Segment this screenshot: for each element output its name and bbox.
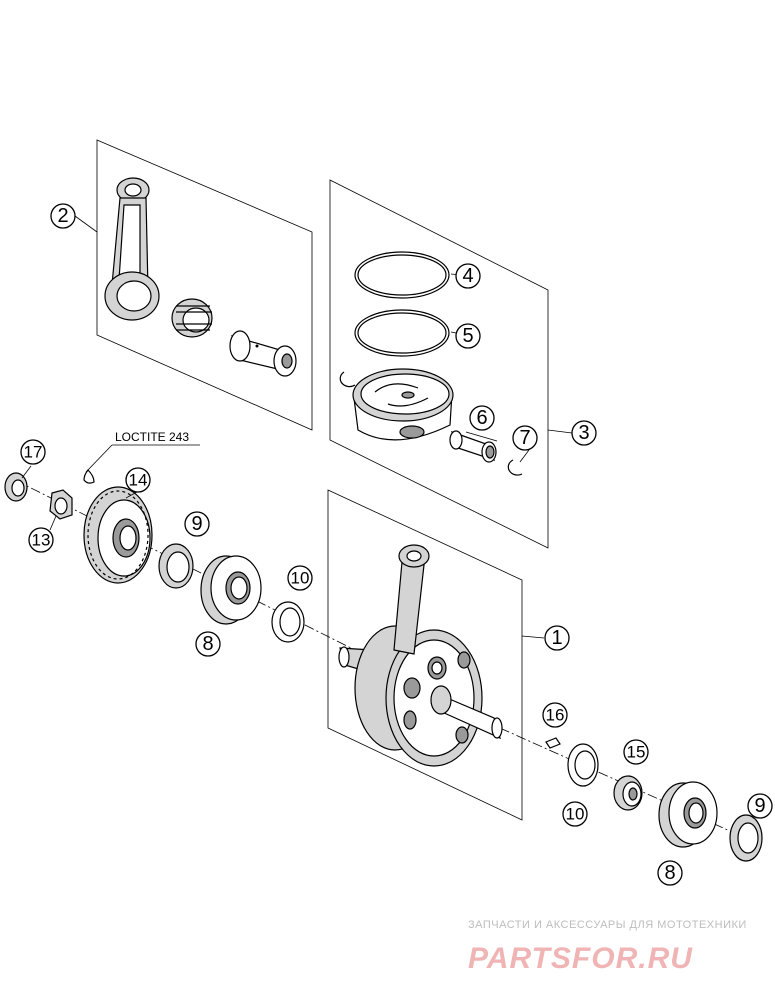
oil-seal-9-left <box>158 543 194 589</box>
callout-10-left: 10 <box>287 565 313 591</box>
callout-15: 15 <box>623 739 649 765</box>
callout-2: 2 <box>50 203 76 229</box>
connecting-rod <box>104 177 160 321</box>
svg-text:2: 2 <box>57 205 68 227</box>
svg-text:5: 5 <box>462 325 473 347</box>
nut-13 <box>49 489 73 520</box>
callout-10-right: 10 <box>562 801 588 827</box>
crankshaft <box>338 544 503 767</box>
piston-ring-upper <box>354 251 450 299</box>
callout-7: 7 <box>512 425 538 451</box>
svg-text:7: 7 <box>519 427 530 449</box>
callout-16: 16 <box>542 702 568 728</box>
needle-bearing <box>171 298 213 338</box>
svg-text:10: 10 <box>566 805 585 824</box>
oil-seal-9-right <box>729 814 763 862</box>
shim-10-right <box>567 743 599 787</box>
piston-kit-panel <box>329 179 549 549</box>
piston <box>352 368 454 441</box>
crank-pin <box>229 330 297 377</box>
callout-6: 6 <box>469 405 495 431</box>
callout-5: 5 <box>455 323 481 349</box>
svg-text:1: 1 <box>551 627 562 649</box>
watermark-tagline: ЗАПЧАСТИ И АКСЕССУАРЫ ДЛЯ МОТОТЕХНИКИ <box>468 919 747 931</box>
crankshaft-panel <box>327 489 523 821</box>
piston-pin <box>449 430 497 463</box>
callout-13: 13 <box>28 527 54 553</box>
svg-text:15: 15 <box>627 743 646 762</box>
callout-8-left: 8 <box>195 631 221 657</box>
callout-14: 14 <box>125 467 151 493</box>
seal-ring-17 <box>4 472 28 502</box>
main-bearing-8-right <box>658 781 718 848</box>
timing-gear-15 <box>613 775 643 811</box>
primary-gear-14 <box>83 486 153 584</box>
callout-9-left: 9 <box>184 511 210 537</box>
shim-10-left <box>271 601 305 643</box>
callout-4: 4 <box>455 263 481 289</box>
svg-text:6: 6 <box>476 407 487 429</box>
callout-1: 1 <box>544 625 570 651</box>
svg-text:16: 16 <box>546 706 565 725</box>
woodruff-key-16 <box>545 737 561 749</box>
piston-ring-lower <box>354 309 450 357</box>
watermark-brand: PARTSFOR.RU <box>468 942 693 975</box>
svg-text:14: 14 <box>129 471 148 490</box>
circlip-right <box>507 459 523 476</box>
watermark: ЗАПЧАСТИ И АКСЕССУАРЫ ДЛЯ МОТОТЕХНИКИ PA… <box>468 919 747 975</box>
svg-text:8: 8 <box>202 633 213 655</box>
conrod-kit-panel <box>96 139 313 431</box>
callout-8-right: 8 <box>657 860 683 886</box>
svg-text:10: 10 <box>291 569 310 588</box>
svg-text:9: 9 <box>191 513 202 535</box>
callout-17: 17 <box>20 439 46 465</box>
circlip-left <box>339 371 356 388</box>
loctite-note: LOCTITE 243 <box>115 430 189 444</box>
main-bearing-8-left <box>200 555 262 625</box>
svg-text:13: 13 <box>32 531 51 550</box>
svg-text:17: 17 <box>24 443 43 462</box>
callout-3: 3 <box>571 420 597 446</box>
svg-text:8: 8 <box>664 862 675 884</box>
callout-9-right: 9 <box>747 793 773 819</box>
assembly-axis-right <box>499 727 751 841</box>
svg-text:3: 3 <box>578 422 589 444</box>
svg-text:9: 9 <box>754 795 765 817</box>
svg-text:4: 4 <box>462 265 473 287</box>
loctite-drop-icon <box>83 469 95 484</box>
